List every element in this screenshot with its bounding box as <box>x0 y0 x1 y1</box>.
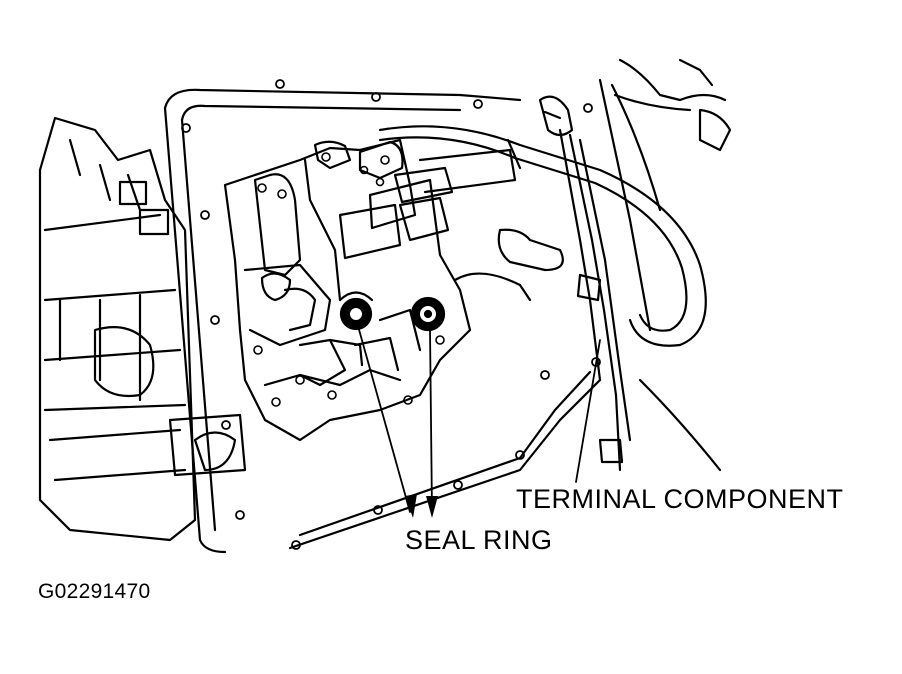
flange-bolt-holes <box>181 79 601 550</box>
oil-pan-flange <box>163 88 602 554</box>
leader-lines <box>357 325 601 513</box>
transmission-case-left <box>38 116 247 542</box>
wire-harness <box>378 58 732 472</box>
figure-id: G02291470 <box>38 580 151 603</box>
arrowheads <box>405 494 438 518</box>
seal-ring-label: SEAL RING <box>405 525 553 555</box>
seal-ring-right <box>410 296 446 332</box>
seal-ring-left <box>338 291 374 331</box>
valve-body <box>223 138 564 442</box>
terminal-component-label: TERMINAL COMPONENT <box>516 484 844 514</box>
valve-body-holes <box>253 152 445 407</box>
